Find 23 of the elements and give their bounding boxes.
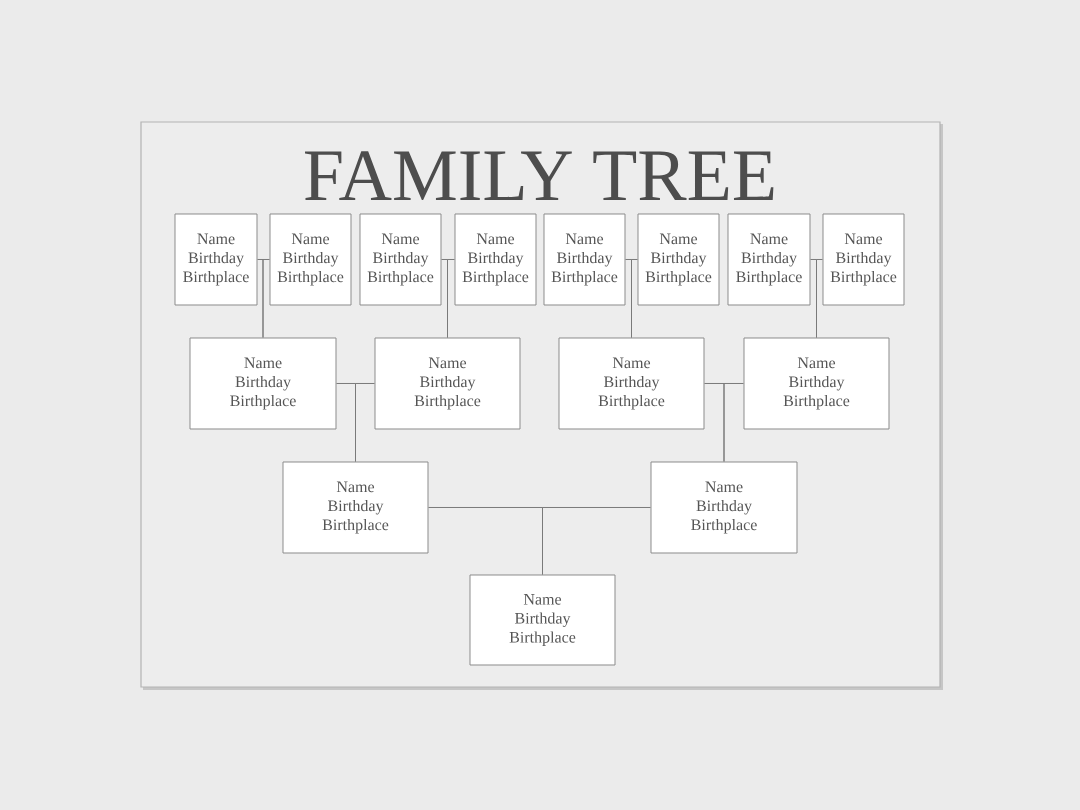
connector-line xyxy=(631,259,638,338)
person-box: Name Birthday Birthplace xyxy=(637,213,720,306)
connector-line xyxy=(816,259,823,338)
person-box: Name Birthday Birthplace xyxy=(282,461,429,554)
person-box: Name Birthday Birthplace xyxy=(543,213,626,306)
person-box: Name Birthday Birthplace xyxy=(189,337,337,430)
person-box: Name Birthday Birthplace xyxy=(269,213,352,306)
person-box: Name Birthday Birthplace xyxy=(650,461,798,554)
title: FAMILY TREE xyxy=(305,151,774,200)
connector-line xyxy=(723,383,744,462)
person-box: Name Birthday Birthplace xyxy=(359,213,442,306)
connector-line xyxy=(355,383,375,462)
person-box: Name Birthday Birthplace xyxy=(822,213,905,306)
person-box: Name Birthday Birthplace xyxy=(454,213,537,306)
person-box: Name Birthday Birthplace xyxy=(743,337,890,430)
connector-line xyxy=(542,507,651,575)
connector-line xyxy=(262,259,270,338)
person-box: Name Birthday Birthplace xyxy=(174,213,258,306)
person-box: Name Birthday Birthplace xyxy=(374,337,521,430)
person-box: Name Birthday Birthplace xyxy=(727,213,811,306)
person-box: Name Birthday Birthplace xyxy=(469,574,616,666)
connector-line xyxy=(447,259,455,338)
person-box: Name Birthday Birthplace xyxy=(558,337,705,430)
